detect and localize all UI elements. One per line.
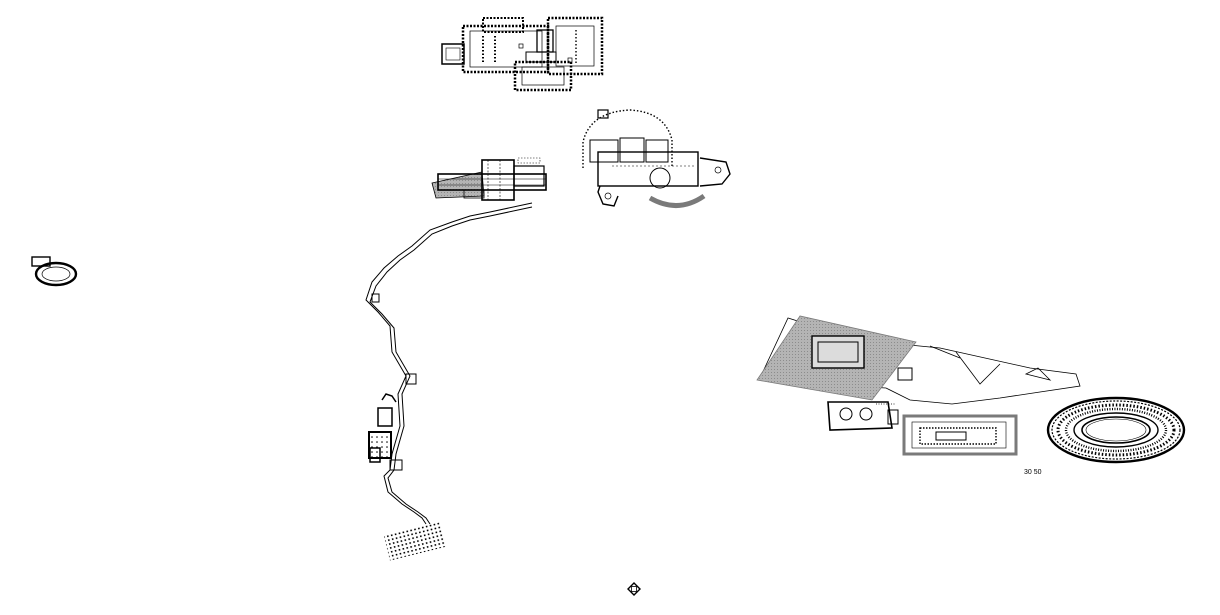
city-wall-line [365,189,533,561]
temple-enclosure-plan [902,414,1018,456]
scale-label: 30 50 [1024,469,1042,476]
amphitheater-plan [1046,396,1186,464]
small-monument-plan [627,582,641,596]
round-temple-plan [31,256,78,287]
small-basilica-plan [827,401,899,431]
baths-complex-plan [582,109,731,208]
palace-complex-plan [441,16,604,92]
basilica-plan [431,157,547,201]
forum-site-outline [756,315,1081,405]
